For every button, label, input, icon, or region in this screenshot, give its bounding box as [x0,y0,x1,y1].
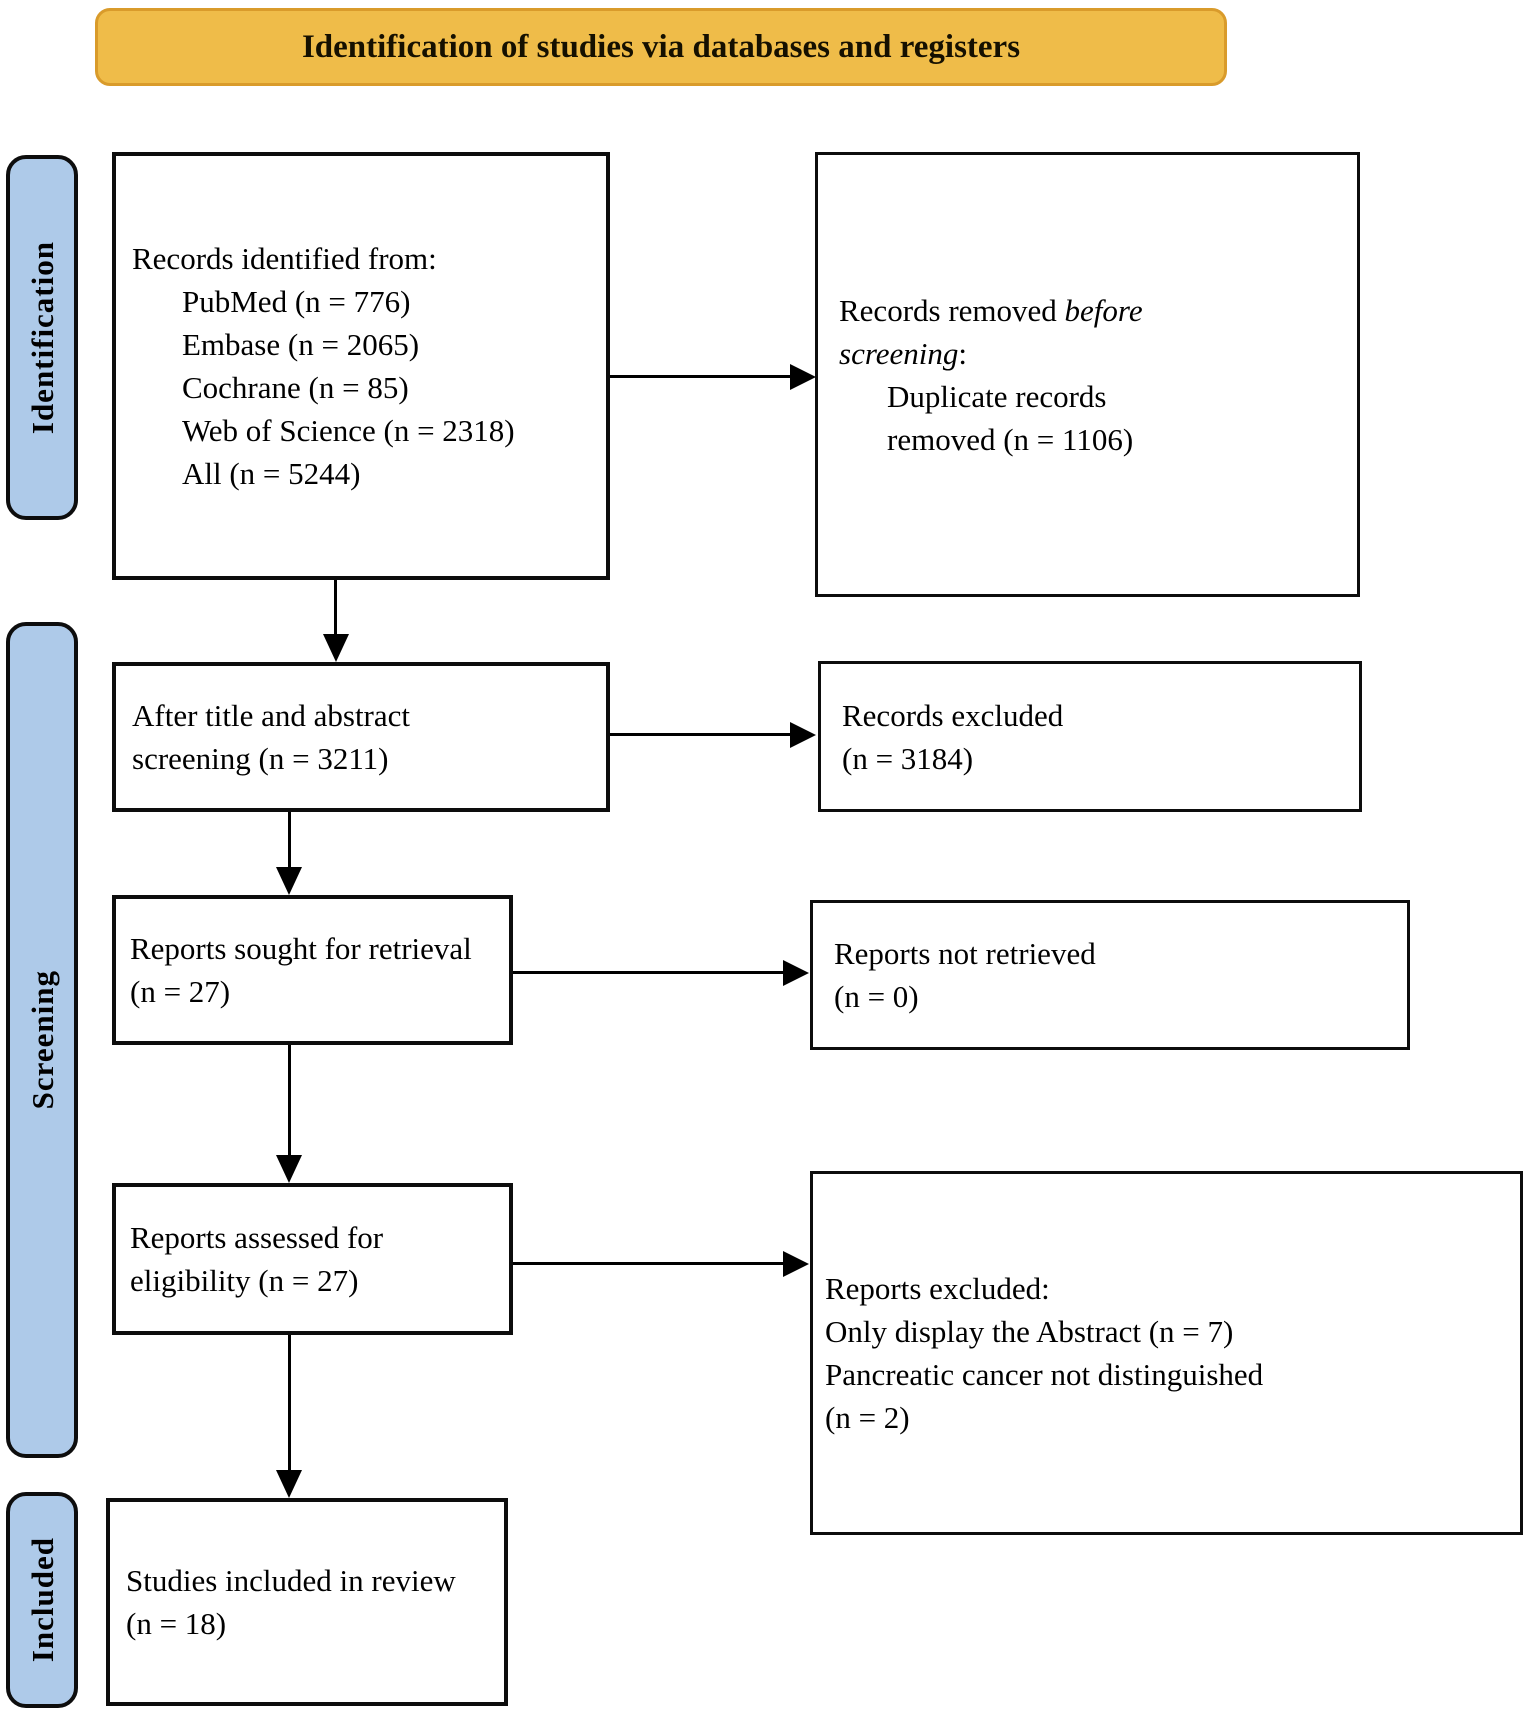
stage-ribbon-identification: Identification [6,155,78,520]
box-records-removed-item: Duplicate records [887,378,1107,414]
arrow-down-icon [276,1470,302,1498]
banner: Identification of studies via databases … [95,8,1227,86]
box-reports-excluded-line: (n = 2) [825,1400,910,1435]
box-records-removed: Records removed before screening: Duplic… [815,152,1360,597]
stage-ribbon-screening: Screening [6,622,78,1458]
records-removed-italic-before: before [1064,292,1143,328]
arrow-to-reports-not-retrieved-line [513,971,785,974]
records-removed-colon: : [958,335,967,371]
arrow-down-icon [323,634,349,662]
stage-label-included: Included [24,1537,60,1663]
box-records-removed-line-2: screening: [839,332,1357,375]
arrow-to-reports-excluded-line [513,1262,785,1265]
box-records-identified-items: PubMed (n = 776) Embase (n = 2065) Cochran… [132,280,606,495]
box-reports-not-retrieved-lines: Reports not retrieved (n = 0) [834,932,1407,1018]
box-records-identified-item: PubMed (n = 776) [182,284,411,319]
arrow-eligibility-to-included-line [288,1335,291,1470]
box-reports-assessed-line: eligibility (n = 27) [130,1263,359,1298]
box-reports-excluded: Reports excluded: Only display the Abstra… [810,1171,1523,1535]
box-reports-sought-line: Reports sought for retrieval [130,931,472,966]
records-removed-italic-screening: screening [839,335,959,371]
box-records-identified: Records identified from: PubMed (n = 776… [112,152,610,580]
box-records-excluded-lines: Records excluded (n = 3184) [842,694,1359,780]
box-reports-excluded-line: Pancreatic cancer not distinguished [825,1357,1264,1392]
stage-label-screening: Screening [24,970,60,1110]
box-studies-included-line: Studies included in review [126,1563,456,1598]
box-reports-excluded-line: Only display the Abstract (n = 7) [825,1314,1234,1349]
box-records-removed-line-1: Records removed before [839,289,1357,332]
arrow-right-icon [783,960,809,986]
box-records-identified-item: Embase (n = 2065) [182,327,420,362]
arrow-right-icon [783,1251,809,1277]
arrow-retrieval-to-eligibility-line [288,1045,291,1155]
box-after-screening: After title and abstract screening (n = 3… [112,662,610,812]
records-removed-text: Records removed [839,292,1065,328]
box-reports-assessed-lines: Reports assessed for eligibility (n = 27) [130,1216,509,1302]
box-reports-sought-line: (n = 27) [130,974,231,1009]
arrow-identified-to-screening-line [334,580,337,636]
box-reports-sought-lines: Reports sought for retrieval (n = 27) [130,927,509,1013]
arrow-screening-to-retrieval-line [288,812,291,867]
arrow-right-icon [790,722,816,748]
box-after-screening-line: After title and abstract [132,698,411,733]
box-reports-not-retrieved-line: (n = 0) [834,979,919,1014]
stage-label-identification: Identification [24,240,60,435]
box-records-identified-item: All (n = 5244) [182,456,361,491]
arrow-right-icon [790,364,816,390]
box-studies-included-lines: Studies included in review (n = 18) [126,1559,504,1645]
arrow-to-records-removed-line [610,375,792,378]
box-after-screening-line: screening (n = 3211) [132,741,389,776]
box-records-removed-item: removed (n = 1106) [887,421,1134,457]
box-studies-included: Studies included in review (n = 18) [106,1498,508,1706]
box-studies-included-line: (n = 18) [126,1606,227,1641]
box-reports-excluded-line: Reports excluded: [825,1271,1050,1306]
stage-ribbon-included: Included [6,1492,78,1708]
box-records-excluded-line: Records excluded [842,697,1064,733]
box-records-identified-item: Web of Science (n = 2318) [182,413,515,448]
arrow-down-icon [276,867,302,895]
box-reports-not-retrieved: Reports not retrieved (n = 0) [810,900,1410,1050]
arrow-to-records-excluded-line [610,733,792,736]
box-reports-excluded-lines: Reports excluded: Only display the Abstra… [825,1267,1520,1439]
banner-title: Identification of studies via databases … [301,28,1021,65]
box-reports-assessed: Reports assessed for eligibility (n = 27) [112,1183,513,1335]
arrow-down-icon [276,1155,302,1183]
box-records-removed-items: Duplicate records removed (n = 1106) [839,375,1357,461]
box-records-identified-item: Cochrane (n = 85) [182,370,409,405]
box-reports-sought: Reports sought for retrieval (n = 27) [112,895,513,1045]
box-reports-not-retrieved-line: Reports not retrieved [834,936,1096,971]
box-records-excluded: Records excluded (n = 3184) [818,661,1362,812]
box-after-screening-lines: After title and abstract screening (n = 3… [132,694,606,780]
box-records-excluded-line: (n = 3184) [842,740,974,776]
box-reports-assessed-line: Reports assessed for [130,1220,384,1255]
box-records-identified-title: Records identified from: [132,241,437,276]
